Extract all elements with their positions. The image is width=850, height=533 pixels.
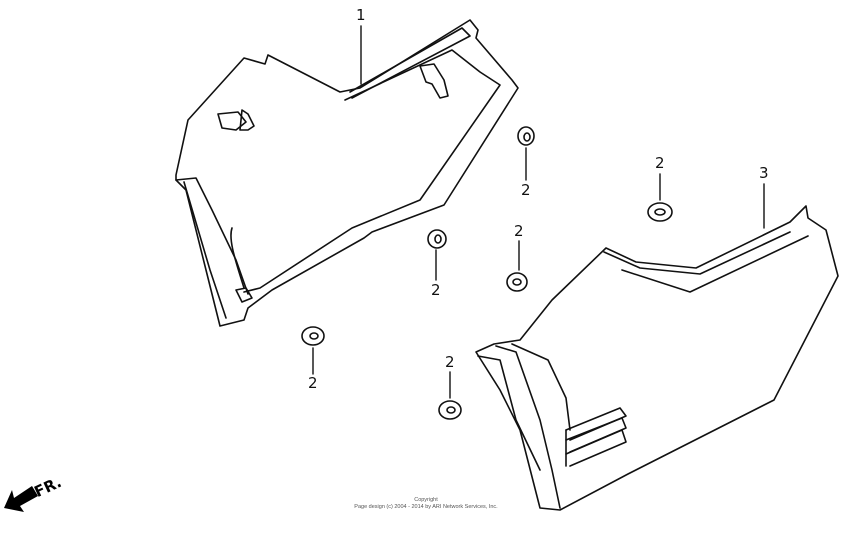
copyright-line-1: Copyright [414,497,438,503]
callout-3[interactable]: 3 [759,164,769,182]
copyright-line-2: Page design (c) 2004 - 2014 by ARI Netwo… [354,504,498,510]
callout-2[interactable]: 2 [655,154,665,172]
right-side-cover[interactable] [475,205,839,511]
callout-1[interactable]: 1 [356,6,366,24]
leader-lines [312,25,765,399]
grommet[interactable] [647,202,673,222]
grommet[interactable] [517,126,535,146]
callout-2[interactable]: 2 [445,353,455,371]
callout-2[interactable]: 2 [431,281,441,299]
left-side-cover[interactable] [175,19,519,327]
front-direction-arrow-icon [4,486,38,512]
copyright-notice: Copyright Page design (c) 2004 - 2014 by… [336,497,516,511]
callout-2[interactable]: 2 [514,222,524,240]
grommet[interactable] [506,272,528,292]
callout-2[interactable]: 2 [308,374,318,392]
callout-2[interactable]: 2 [521,181,531,199]
grommet[interactable] [438,400,462,420]
grommet[interactable] [427,229,447,249]
grommet[interactable] [301,326,325,346]
